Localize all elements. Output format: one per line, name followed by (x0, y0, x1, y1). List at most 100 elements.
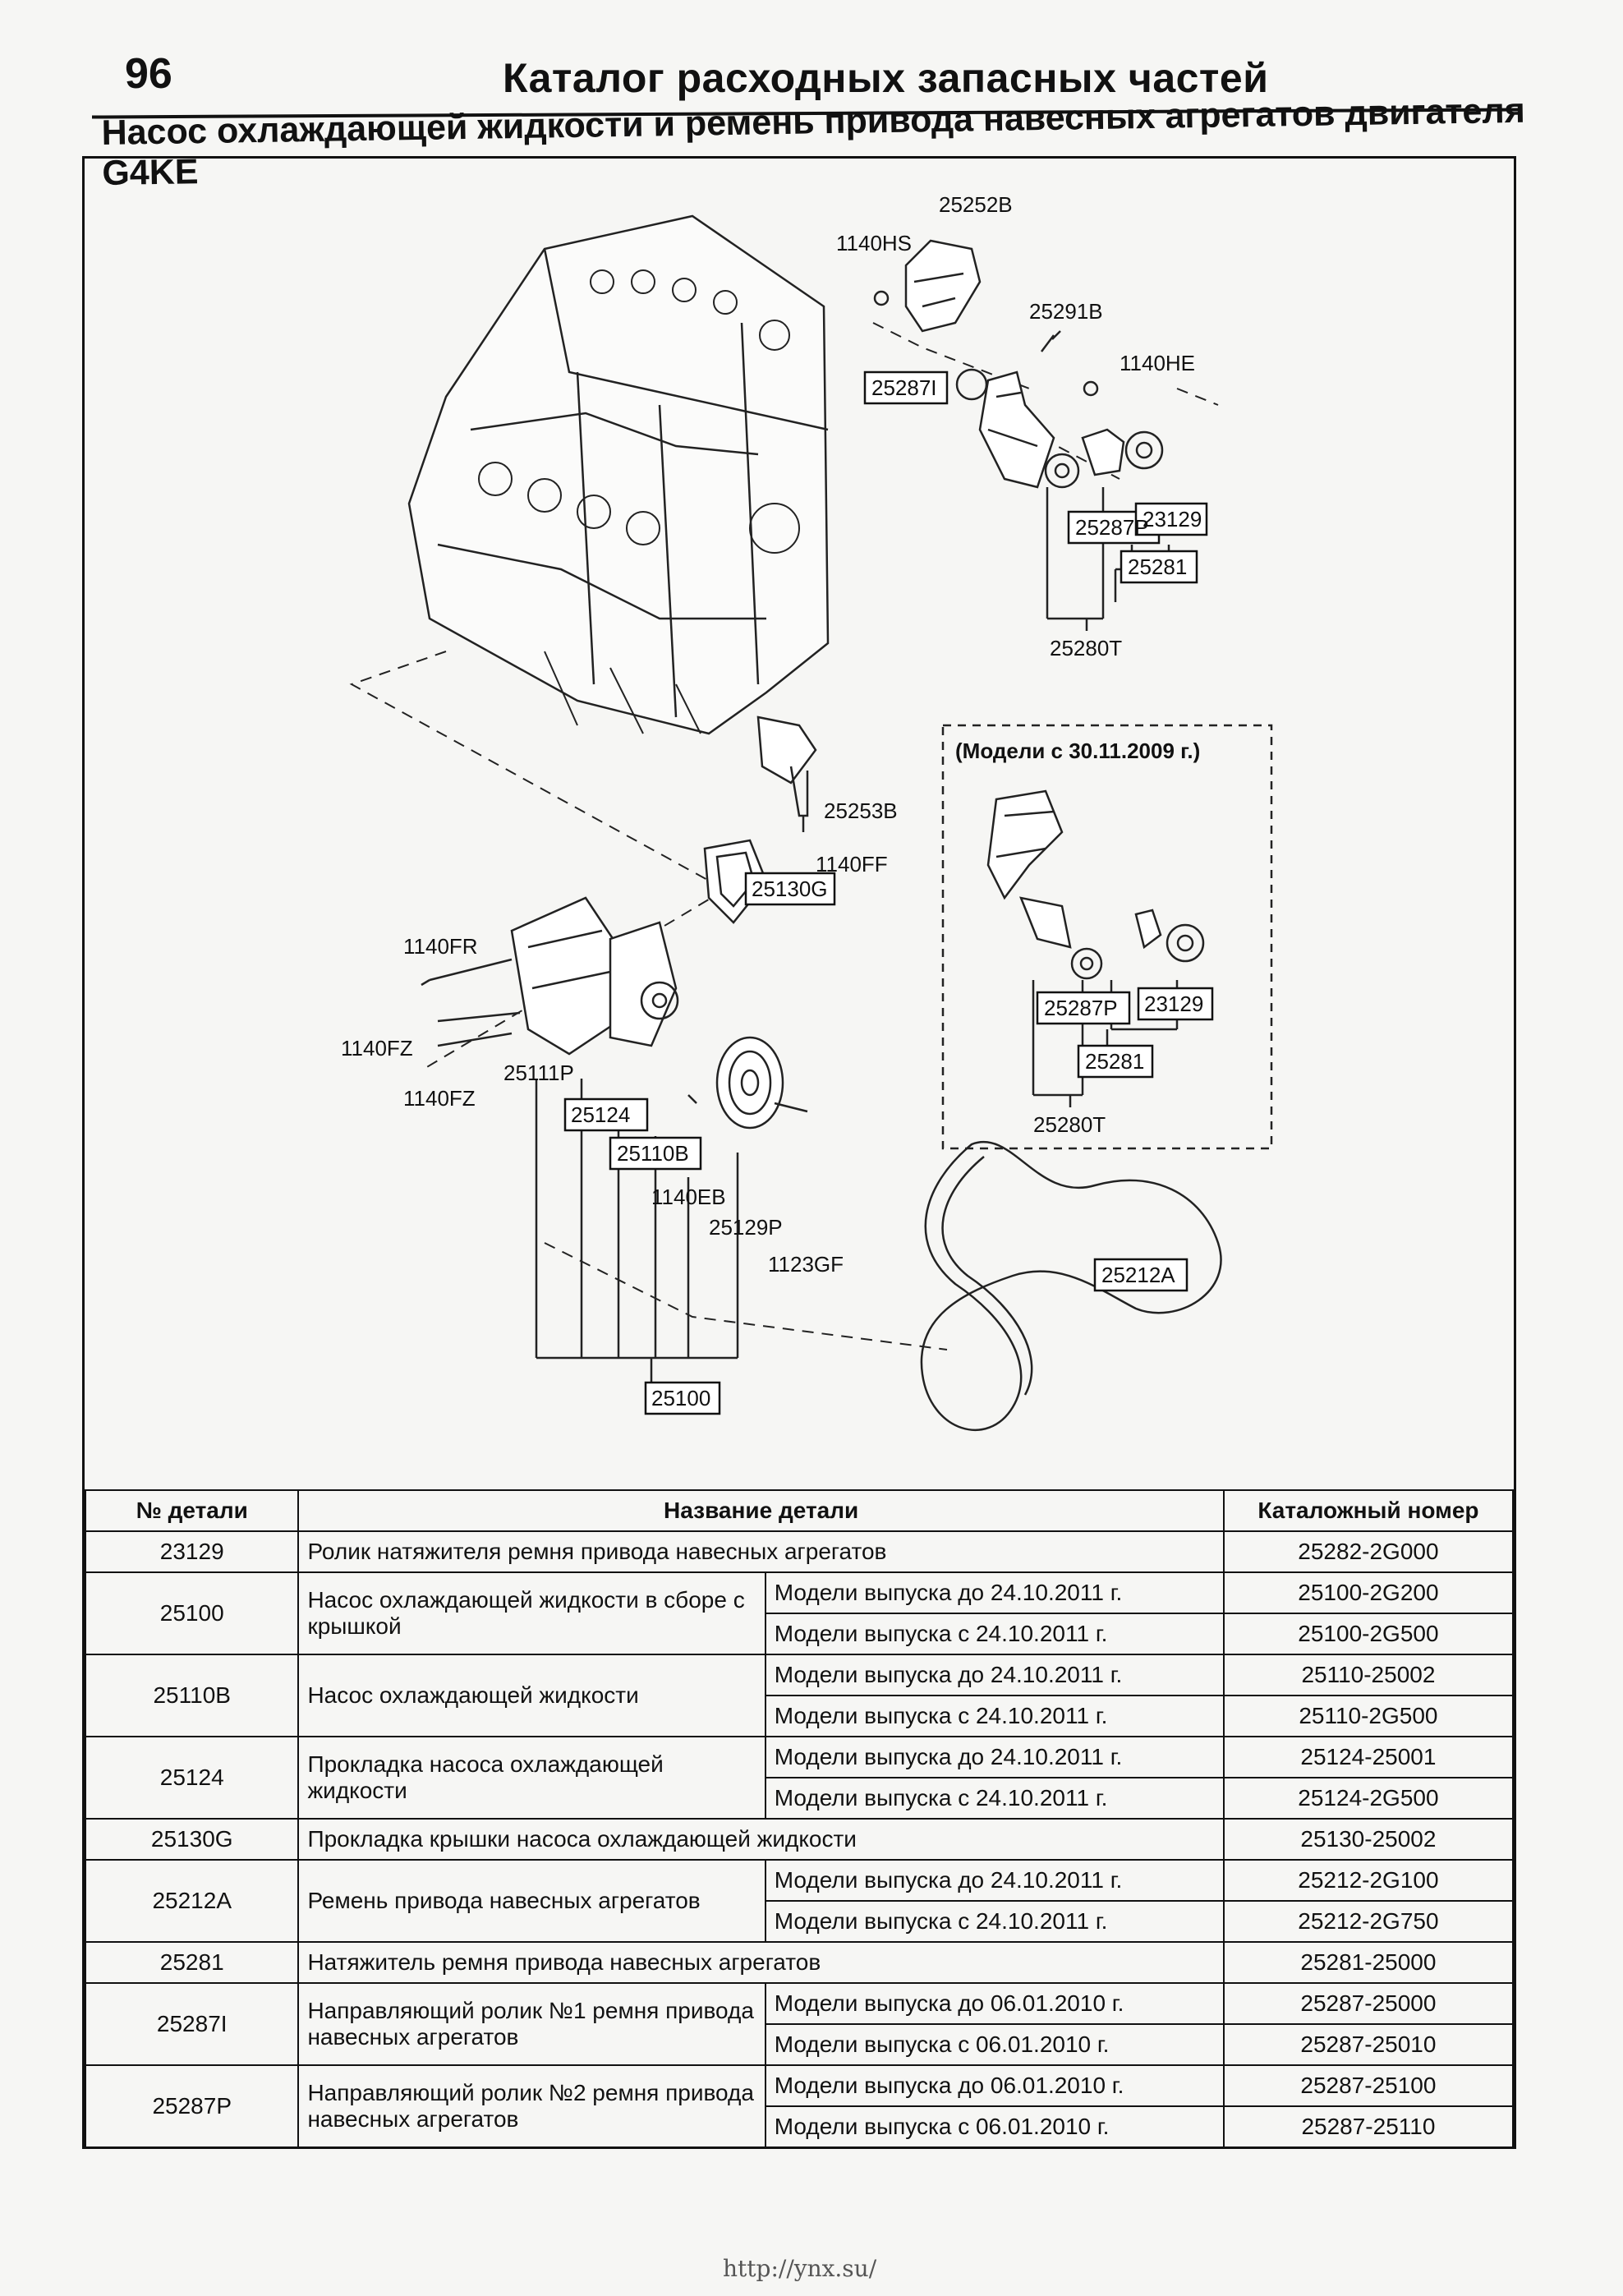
label-1140FR: 1140FR (403, 934, 478, 959)
catalog-no: 25100-2G200 (1222, 1571, 1515, 1614)
catalog-no: 25287-25010 (1222, 2023, 1515, 2066)
header-part-no: № детали (84, 1489, 300, 1532)
label-1140EB: 1140EB (651, 1185, 726, 1209)
engine-block-drawing (407, 214, 830, 735)
part-name: Насос охлаждающей жидкости (297, 1654, 766, 1737)
page-header: 96 Каталог расходных запасных частей (92, 31, 1521, 119)
catalog-no: 25287-25100 (1222, 2064, 1515, 2107)
catalog-no: 25212-2G100 (1222, 1859, 1515, 1902)
label-1123GF: 1123GF (768, 1252, 844, 1277)
part-no: 25281 (84, 1941, 300, 1984)
catalog-no: 25100-2G500 (1222, 1613, 1515, 1655)
catalog-no: 25212-2G750 (1222, 1900, 1515, 1943)
variant-condition: Модели выпуска с 24.10.2011 г. (764, 1900, 1225, 1943)
variant-condition: Модели выпуска до 24.10.2011 г. (764, 1859, 1225, 1902)
catalog-no: 25287-25000 (1222, 1982, 1515, 2025)
table-row: Модели выпуска с 24.10.2011 г. 25100-2G5… (85, 1613, 1515, 1655)
catalog-no: 25281-25000 (1222, 1941, 1515, 1984)
label-1140HS: 1140HS (836, 231, 912, 255)
header-part-name: Название детали (297, 1489, 1225, 1532)
part-name: Насос охлаждающей жидкости в сборе с кры… (297, 1571, 766, 1655)
parts-diagram: 25252B 1140HS 25291B 1140HE 25287I 25287… (341, 192, 1273, 1431)
parts-table-wrap: № детали Название детали Каталожный номе… (84, 1489, 1515, 2148)
variant-condition: Модели выпуска до 06.01.2010 г. (764, 2064, 1225, 2107)
page-number: 96 (125, 50, 172, 98)
variant-condition: Модели выпуска до 24.10.2011 г. (764, 1654, 1225, 1696)
table-row: 25287P Направляющий ролик №2 ремня приво… (84, 2064, 1515, 2148)
label-25130G: 25130G (752, 877, 828, 901)
parts-table: № детали Название детали Каталожный номе… (84, 1489, 1515, 2148)
label-25100: 25100 (651, 1386, 710, 1410)
catalog-no: 25287-25110 (1222, 2105, 1515, 2148)
inset-label-25281: 25281 (1085, 1049, 1144, 1074)
label-25212A: 25212A (1101, 1263, 1175, 1287)
inset-title: (Модели с 30.11.2009 г.) (955, 738, 1200, 763)
part-no: 25130G (84, 1818, 300, 1861)
catalog-title: Каталог расходных запасных частей (503, 55, 1269, 101)
table-row: 25212A Ремень привода навесных агрегатов… (84, 1859, 1515, 1943)
label-23129: 23129 (1143, 507, 1202, 531)
label-25281: 25281 (1128, 554, 1187, 579)
label-25291B: 25291B (1029, 299, 1103, 324)
label-25253B: 25253B (824, 798, 898, 823)
table-row: Модели выпуска с 24.10.2011 г. 25124-2G5… (85, 1777, 1515, 1820)
label-25124: 25124 (571, 1102, 630, 1127)
label-25287P: 25287P (1075, 515, 1149, 540)
variant-condition: Модели выпуска до 24.10.2011 г. (764, 1571, 1225, 1614)
header-catalog-no: Каталожный номер (1222, 1489, 1515, 1532)
table-row: 25287I Направляющий ролик №1 ремня приво… (84, 1982, 1515, 2066)
label-25129P: 25129P (709, 1215, 783, 1240)
catalog-no: 25282-2G000 (1222, 1530, 1515, 1573)
inset-label-25280T: 25280T (1033, 1112, 1106, 1137)
part-name: Ролик натяжителя ремня привода навесных … (297, 1530, 1225, 1573)
table-header-row: № детали Название детали Каталожный номе… (84, 1489, 1515, 1532)
part-no: 25124 (84, 1736, 300, 1820)
label-1140FZ-a: 1140FZ (341, 1036, 413, 1061)
table-row: Модели выпуска с 06.01.2010 г. 25287-251… (85, 2105, 1515, 2148)
part-no: 25287I (84, 1982, 300, 2066)
label-25110B: 25110B (617, 1141, 689, 1166)
label-1140FZ-b: 1140FZ (403, 1086, 476, 1111)
table-row: 25124 Прокладка насоса охлаждающей жидко… (84, 1736, 1515, 1820)
table-row: 25281 Натяжитель ремня привода навесных … (84, 1941, 1515, 1984)
table-row: Модели выпуска с 24.10.2011 г. 25110-2G5… (85, 1695, 1515, 1737)
table-row: 25100 Насос охлаждающей жидкости в сборе… (84, 1571, 1515, 1655)
content-frame: 25252B 1140HS 25291B 1140HE 25287I 25287… (82, 156, 1516, 2149)
part-name: Прокладка крышки насоса охлаждающей жидк… (297, 1818, 1225, 1861)
part-no: 25212A (84, 1859, 300, 1943)
label-1140FF: 1140FF (816, 852, 888, 877)
label-25280T: 25280T (1050, 636, 1122, 660)
catalog-no: 25124-25001 (1222, 1736, 1515, 1778)
inset-label-23129: 23129 (1144, 992, 1203, 1016)
label-25111P: 25111P (503, 1061, 574, 1085)
variant-condition: Модели выпуска с 24.10.2011 г. (764, 1613, 1225, 1655)
table-row: 25130G Прокладка крышки насоса охлаждающ… (84, 1818, 1515, 1861)
part-no: 23129 (84, 1530, 300, 1573)
catalog-no: 25124-2G500 (1222, 1777, 1515, 1820)
part-no: 25100 (84, 1571, 300, 1655)
table-row: 25110B Насос охлаждающей жидкости Модели… (84, 1654, 1515, 1737)
table-row: 23129 Ролик натяжителя ремня привода нав… (84, 1530, 1515, 1573)
part-name: Направляющий ролик №2 ремня привода наве… (297, 2064, 766, 2148)
variant-condition: Модели выпуска до 24.10.2011 г. (764, 1736, 1225, 1778)
variant-condition: Модели выпуска с 06.01.2010 г. (764, 2105, 1225, 2148)
variant-condition: Модели выпуска с 24.10.2011 г. (764, 1777, 1225, 1820)
label-25252B: 25252B (939, 192, 1013, 217)
catalog-no: 25130-25002 (1222, 1818, 1515, 1861)
table-row: Модели выпуска с 06.01.2010 г. 25287-250… (85, 2023, 1515, 2066)
table-row: Модели выпуска с 24.10.2011 г. 25212-2G7… (85, 1900, 1515, 1943)
footer-url[interactable]: http://ynx.su/ (723, 2255, 877, 2282)
catalog-no: 25110-2G500 (1222, 1695, 1515, 1737)
label-1140HE: 1140HE (1120, 351, 1195, 375)
inset-label-25287P: 25287P (1044, 996, 1118, 1020)
variant-condition: Модели выпуска с 06.01.2010 г. (764, 2023, 1225, 2066)
variant-condition: Модели выпуска с 24.10.2011 г. (764, 1695, 1225, 1737)
part-name: Натяжитель ремня привода навесных агрега… (297, 1941, 1225, 1984)
part-name: Направляющий ролик №1 ремня привода наве… (297, 1982, 766, 2066)
part-name: Ремень привода навесных агрегатов (297, 1859, 766, 1943)
part-name: Прокладка насоса охлаждающей жидкости (297, 1736, 766, 1820)
label-25287I: 25287I (871, 375, 937, 400)
part-no: 25287P (84, 2064, 300, 2148)
catalog-no: 25110-25002 (1222, 1654, 1515, 1696)
part-no: 25110B (84, 1654, 300, 1737)
